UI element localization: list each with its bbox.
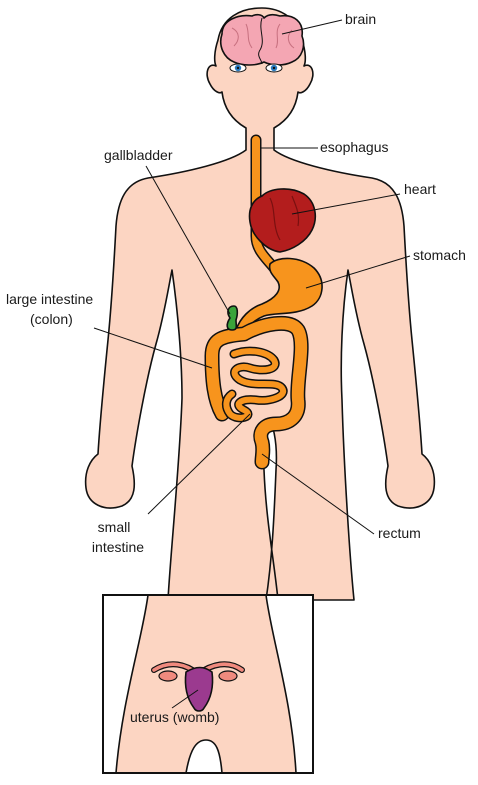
brain-organ [221, 15, 304, 65]
eye-right-icon [266, 64, 282, 72]
ovary-right [219, 671, 237, 681]
uterus-label: uterus (womb) [130, 709, 219, 725]
esophagus-label: esophagus [320, 139, 389, 155]
small-intestine-label-line2: intestine [92, 539, 144, 555]
heart-label: heart [404, 181, 436, 197]
gallbladder-label: gallbladder [104, 147, 173, 163]
ovary-left [159, 671, 177, 681]
large-intestine-label-line1: large intestine [6, 291, 93, 307]
uterus-inset: uterus (womb) [103, 595, 313, 773]
large-intestine-label-line2: (colon) [30, 311, 73, 327]
rectum-label: rectum [378, 525, 421, 541]
brain-label: brain [345, 11, 376, 27]
small-intestine-label-line1: small [98, 519, 131, 535]
eye-left-icon [230, 64, 246, 72]
stomach-label: stomach [413, 247, 466, 263]
